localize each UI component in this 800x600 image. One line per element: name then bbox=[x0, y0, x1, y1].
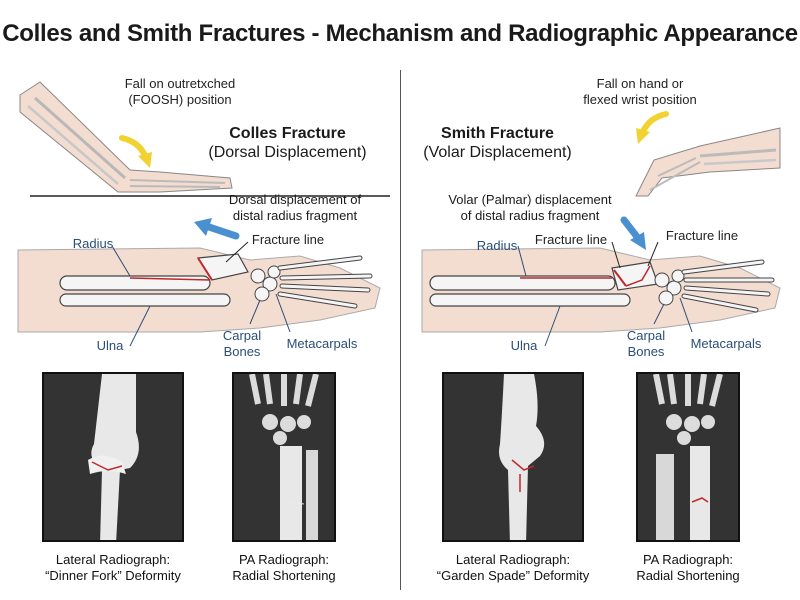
colles-panel: Fall on outretxched (FOOSH) position Col… bbox=[17, 76, 390, 585]
smith-lateral-bone bbox=[499, 374, 545, 540]
colles-pa-caption: PA Radiograph: Radial Shortening bbox=[214, 552, 354, 585]
blue-arrow-icon bbox=[194, 218, 240, 240]
colles-pa-caption-line1: PA Radiograph: bbox=[238, 552, 330, 567]
colles-carpal-line1: Carpal bbox=[222, 328, 262, 343]
smith-mechanism-line1: Fall on hand or bbox=[596, 76, 684, 91]
colles-displacement-line1: Dorsal displacement of bbox=[228, 192, 362, 207]
smith-lateral-caption-line2: “Garden Spade” Deformity bbox=[436, 568, 590, 584]
smith-pa-bones bbox=[653, 374, 723, 540]
smith-displacement-line2: of distal radius fragment bbox=[460, 207, 600, 223]
smith-carpal-line2: Bones bbox=[627, 343, 665, 359]
colles-lateral-caption: Lateral Radiograph: “Dinner Fork” Deform… bbox=[18, 552, 208, 585]
smith-lateral-caption: Lateral Radiograph: “Garden Spade” Defor… bbox=[418, 552, 608, 585]
smith-pa-caption-line1: PA Radiograph: bbox=[642, 552, 734, 567]
colles-pa-bones bbox=[249, 374, 319, 540]
colles-ulna-label: Ulna bbox=[96, 338, 124, 353]
blue-arrow-icon bbox=[620, 216, 646, 250]
smith-lateral-xray bbox=[442, 372, 584, 542]
smith-name: Smith Fracture bbox=[441, 125, 554, 142]
smith-radius-label: Radius bbox=[476, 238, 518, 253]
colles-fracture-line-label: Fracture line bbox=[251, 232, 325, 247]
yellow-curved-arrow-icon bbox=[119, 135, 152, 168]
smith-displacement-text: Volar (Palmar) displacement of distal ra… bbox=[430, 192, 630, 223]
smith-fracture-line-label-b: Fracture line bbox=[665, 228, 739, 243]
colles-lateral-caption-line1: Lateral Radiograph: bbox=[55, 552, 171, 567]
smith-lateral-caption-line1: Lateral Radiograph: bbox=[455, 552, 571, 567]
colles-pa-caption-line2: Radial Shortening bbox=[232, 568, 336, 584]
smith-mechanism: Fall on hand or flexed wrist position bbox=[560, 76, 720, 107]
yellow-curved-arrow-icon bbox=[636, 111, 669, 144]
smith-displacement-line1: Volar (Palmar) displacement bbox=[448, 192, 612, 207]
smith-forearm-diagram bbox=[421, 241, 781, 347]
smith-pa-caption-line2: Radial Shortening bbox=[636, 568, 740, 584]
colles-pa-xray bbox=[232, 372, 336, 542]
colles-carpal-line2: Bones bbox=[223, 343, 261, 359]
colles-lateral-caption-line2: “Dinner Fork” Deformity bbox=[45, 568, 181, 584]
colles-subtitle: (Dorsal Displacement) bbox=[208, 144, 367, 162]
smith-carpal-label: Carpal Bones bbox=[618, 328, 674, 359]
smith-heading: Smith Fracture (Volar Displacement) bbox=[410, 124, 585, 162]
smith-ulna-label: Ulna bbox=[510, 338, 538, 353]
smith-metacarpals-label: Metacarpals bbox=[690, 336, 762, 351]
smith-mechanism-line2: flexed wrist position bbox=[583, 91, 697, 107]
smith-fall-illustration bbox=[635, 127, 781, 197]
colles-radius-label: Radius bbox=[72, 236, 114, 251]
colles-displacement-text: Dorsal displacement of distal radius fra… bbox=[210, 192, 380, 223]
colles-mechanism-line1: Fall on outretxched bbox=[124, 76, 236, 91]
colles-displacement-line2: distal radius fragment bbox=[232, 207, 358, 223]
page-title: Colles and Smith Fractures - Mechanism a… bbox=[2, 20, 798, 47]
colles-mechanism-line2: (FOOSH) position bbox=[128, 91, 232, 107]
smith-pa-caption: PA Radiograph: Radial Shortening bbox=[618, 552, 758, 585]
smith-carpal-line1: Carpal bbox=[626, 328, 666, 343]
smith-fracture-line-label-a: Fracture line bbox=[534, 232, 608, 247]
colles-lateral-xray bbox=[42, 372, 184, 542]
smith-pa-xray bbox=[636, 372, 740, 542]
colles-lateral-bone bbox=[88, 374, 139, 540]
smith-panel: Fall on hand or flexed wrist position Sm… bbox=[400, 0, 800, 600]
colles-heading: Colles Fracture (Dorsal Displacement) bbox=[200, 124, 375, 162]
colles-mechanism: Fall on outretxched (FOOSH) position bbox=[100, 76, 260, 107]
colles-name: Colles Fracture bbox=[229, 125, 346, 142]
colles-forearm-diagram bbox=[17, 241, 381, 347]
colles-carpal-label: Carpal Bones bbox=[214, 328, 270, 359]
smith-subtitle: (Volar Displacement) bbox=[423, 144, 572, 162]
colles-metacarpals-label: Metacarpals bbox=[286, 336, 358, 351]
panel-divider bbox=[400, 70, 401, 590]
colles-fall-illustration bbox=[19, 81, 390, 197]
